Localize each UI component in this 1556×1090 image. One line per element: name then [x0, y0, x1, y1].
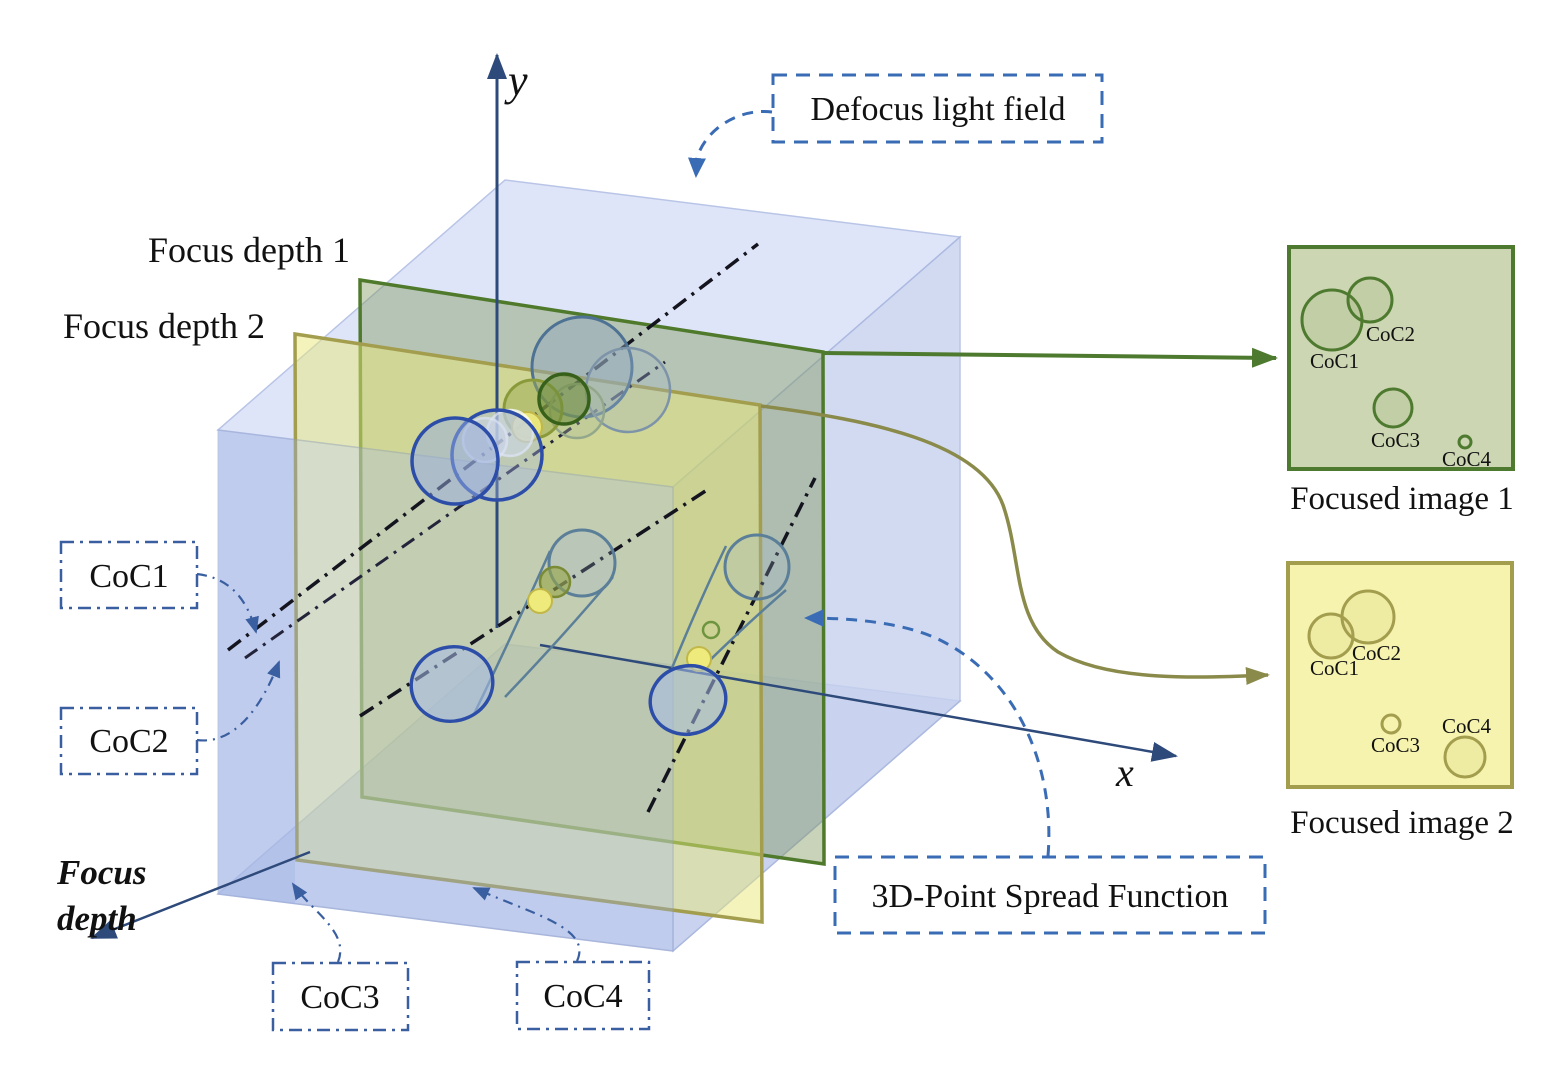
fi2-coc4-label: CoC4	[1442, 714, 1492, 738]
focused-image-2-frame	[1286, 561, 1514, 789]
psf-cone-right	[648, 533, 791, 736]
fi2-coc3-circle	[1380, 713, 1402, 735]
psf-cone-left	[409, 528, 617, 723]
coc4-callout-box	[515, 960, 651, 1031]
focused-image-1-caption: Focused image 1	[1290, 481, 1514, 517]
fi1-coc2-label: CoC2	[1366, 322, 1415, 346]
defocus-callout-leader	[688, 109, 773, 178]
defocus-callout-box	[771, 73, 1104, 144]
defocus-callout-label: Defocus light field	[811, 91, 1066, 128]
focused-image-2: CoC1 CoC2 CoC3 CoC4 Focused image 2	[1286, 561, 1514, 841]
coc1-callout-label: CoC1	[89, 558, 168, 595]
depth-axis-label-line2: depth	[57, 899, 137, 938]
cube-inner-left-strip	[218, 430, 295, 904]
cone-left-focus-yellow	[527, 588, 553, 614]
focus-depth-axis	[90, 850, 311, 940]
fi2-coc2-label: CoC2	[1352, 641, 1401, 665]
cone-left-green-dot	[538, 565, 572, 599]
psf-callout-box	[833, 855, 1267, 935]
psf-callout-label: 3D-Point Spread Function	[872, 878, 1229, 915]
x-axis	[539, 643, 1178, 762]
psf-ray-coc4	[646, 477, 817, 813]
coc2-callout-label: CoC2	[89, 723, 168, 760]
coc4-callout-leader	[472, 886, 581, 962]
fi2-coc4-circle	[1443, 735, 1487, 779]
focused-image-2-caption: Focused image 2	[1290, 805, 1514, 841]
coc1-callout-leader	[196, 572, 259, 634]
fi1-coc4-label: CoC4	[1442, 447, 1492, 471]
coc3-callout-label: CoC3	[300, 979, 379, 1016]
fi2-coc3-label: CoC3	[1371, 733, 1420, 757]
cone-right-edge-a	[670, 545, 728, 669]
focused-image-1: CoC1 CoC2 CoC3 CoC4 Focused image 1	[1287, 245, 1515, 517]
cone-left-blue-disk	[409, 645, 495, 723]
cone-right-upper-circle	[723, 533, 791, 601]
coc1-callout: CoC1	[59, 540, 259, 634]
psf-callout-leader	[804, 609, 1051, 857]
coc3-callout-box	[271, 961, 410, 1032]
focus-depth-2-label: Focus depth 2	[63, 306, 265, 346]
fi2-coc1-label: CoC1	[1310, 656, 1359, 680]
coc-circle-darkgreen	[537, 372, 591, 426]
coc-circle-blue-1	[410, 416, 500, 506]
fi1-coc4-circle	[1457, 434, 1473, 450]
focus-depth-1-label: Focus depth 1	[148, 230, 350, 270]
coc-cluster-upper	[410, 315, 672, 506]
fi1-coc2-circle	[1346, 276, 1394, 324]
coc4-callout: CoC4	[472, 886, 651, 1031]
fi1-coc3-label: CoC3	[1371, 428, 1420, 452]
x-axis-label: x	[1115, 750, 1134, 795]
coc3-callout: CoC3	[271, 882, 410, 1032]
fi1-coc1-label: CoC1	[1310, 349, 1359, 373]
focused-image-1-frame	[1287, 245, 1515, 471]
defocus-callout: Defocus light field	[688, 73, 1104, 178]
cone-right-blue-disk	[648, 664, 728, 736]
coc2-callout-leader	[196, 660, 281, 742]
coc3-callout-leader	[291, 882, 342, 963]
arrow-to-focused-image-1	[823, 347, 1278, 368]
y-axis-label: y	[504, 56, 528, 105]
fi1-coc3-circle	[1372, 387, 1414, 429]
coc4-callout-label: CoC4	[543, 978, 622, 1015]
depth-axis-label-line1: Focus	[56, 853, 146, 892]
psf-callout: 3D-Point Spread Function	[804, 609, 1267, 935]
cone-right-green-ring	[701, 620, 721, 640]
fi2-coc2-circle	[1340, 589, 1396, 645]
coc2-callout: CoC2	[59, 660, 281, 776]
focus-plane-2	[293, 331, 764, 924]
psf-ray-coc2	[244, 360, 666, 660]
arrow-to-focused-image-2	[760, 404, 1270, 685]
